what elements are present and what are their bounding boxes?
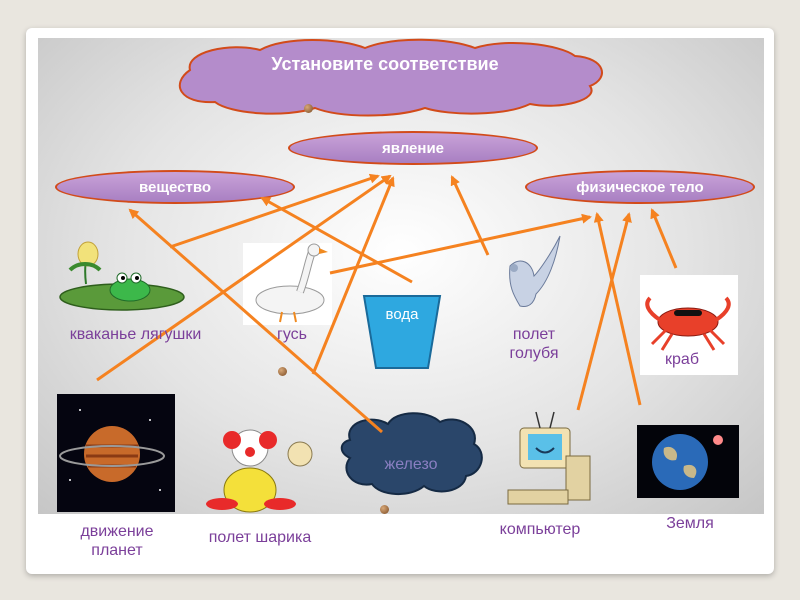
planets-picture: [57, 394, 175, 512]
arrow-frog-phenomenon: [169, 173, 380, 249]
arrow-goose-body: [329, 213, 592, 275]
category-phenomenon[interactable]: явление: [288, 131, 538, 165]
category-substance[interactable]: вещество: [55, 170, 295, 204]
arrow-crab-body: [650, 208, 678, 269]
bullet-icon: [380, 505, 389, 514]
title-bullet-icon: [304, 104, 313, 113]
goose-picture: [243, 243, 332, 325]
frog-picture: [59, 241, 185, 311]
label-balloon: полет шарика: [208, 529, 312, 546]
label-earth: Земля: [666, 515, 714, 532]
label-pigeon: полет голубя: [509, 326, 559, 362]
arrow-iron-substance: [128, 208, 383, 434]
arrow-pigeon-phenomenon: [450, 175, 490, 256]
arrow-balloon-phenomenon: [311, 176, 395, 375]
page-title: Установите соответствие: [271, 54, 499, 74]
computer-picture: [507, 411, 591, 505]
water-glass-picture: [362, 295, 442, 369]
crab-picture: [640, 275, 738, 375]
clown-picture: [206, 429, 313, 513]
label-computer: компьютер: [499, 521, 581, 538]
arrow-water-substance: [260, 196, 413, 284]
arrow-earth-body: [593, 212, 642, 406]
label-water: вода: [385, 306, 419, 323]
label-frog: кваканье лягушки: [69, 326, 202, 343]
iron-cloud-picture: [340, 412, 483, 495]
earth-picture: [637, 425, 739, 498]
label-iron: железо: [384, 456, 438, 473]
arrow-planets-phenomenon: [96, 174, 392, 382]
bullet-icon: [278, 367, 287, 376]
arrow-computer-body: [576, 212, 632, 411]
label-crab: краб: [665, 351, 699, 368]
pigeon-picture: [509, 235, 561, 307]
label-planets: движение планет: [80, 523, 154, 559]
category-body[interactable]: физическое тело: [525, 170, 755, 204]
label-goose: гусь: [277, 326, 307, 343]
